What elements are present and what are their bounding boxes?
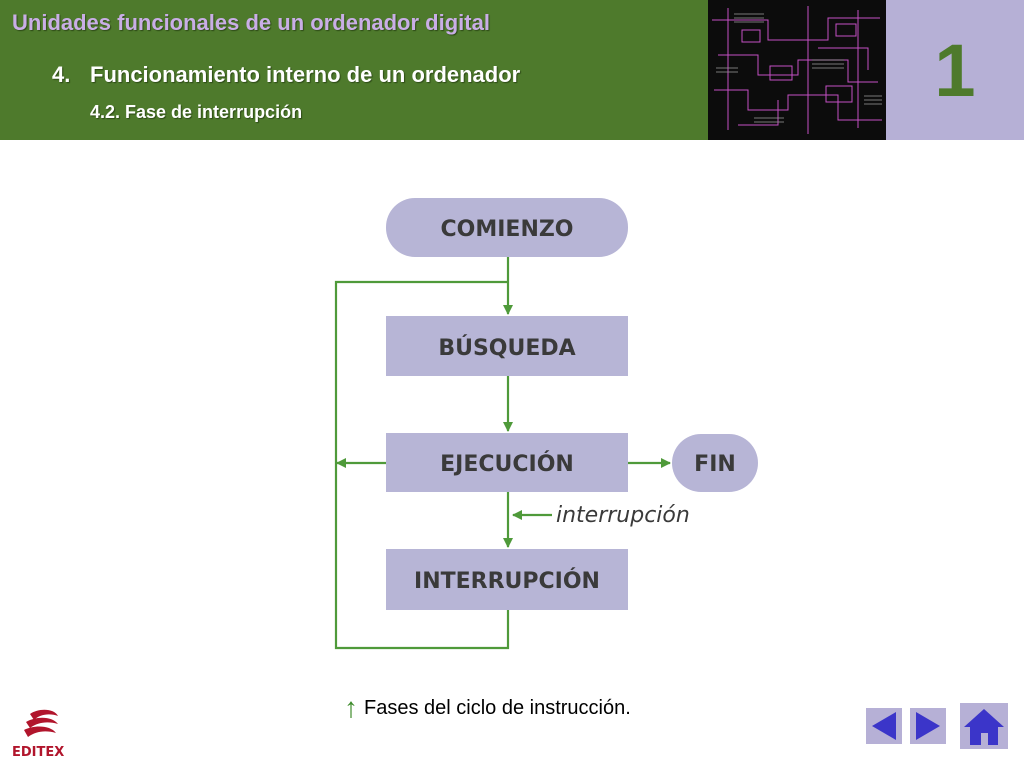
flow-connectors: [334, 257, 671, 650]
node-start-label: COMIENZO: [440, 217, 573, 242]
circuit-board-image: [708, 0, 886, 140]
loop-back-line: [334, 280, 510, 650]
section-heading: 4. Funcionamiento interno de un ordenador: [52, 62, 520, 88]
caption-arrow-icon: ↑: [344, 692, 358, 723]
circuit-schematic-icon: [708, 0, 886, 140]
subsection-heading: 4.2. Fase de interrupción: [90, 102, 303, 122]
node-fetch-label: BÚSQUEDA: [438, 335, 575, 361]
node-end-label: FIN: [694, 452, 736, 477]
unit-title: Unidades funcionales de un ordenador dig…: [12, 10, 490, 35]
section-title: Funcionamiento interno de un ordenador: [90, 62, 521, 87]
caption-text: Fases del ciclo de instrucción.: [364, 697, 631, 719]
next-button[interactable]: [910, 708, 946, 744]
previous-button[interactable]: [866, 708, 902, 744]
node-start: COMIENZO: [386, 198, 628, 257]
header-banner: Unidades funcionales de un ordenador dig…: [0, 0, 1024, 140]
node-interrupt-label: INTERRUPCIÓN: [414, 568, 600, 594]
node-execute: EJECUCIÓN: [386, 433, 628, 492]
node-end: FIN: [672, 434, 758, 492]
home-button[interactable]: [960, 703, 1008, 749]
chapter-indicator: 1: [886, 0, 1024, 140]
logo-text: EDITEX: [12, 745, 64, 760]
editex-logo: EDITEX: [10, 708, 76, 760]
node-interrupt: INTERRUPCIÓN: [386, 549, 628, 610]
next-arrow-icon: [910, 708, 946, 744]
figure-caption: ↑ Fases del ciclo de instrucción.: [344, 692, 631, 724]
interrupt-signal-label: interrupción: [556, 503, 690, 528]
node-execute-label: EJECUCIÓN: [440, 451, 574, 477]
section-number: 4.: [52, 62, 71, 87]
editex-logo-icon: EDITEX: [12, 709, 64, 760]
home-icon: [960, 703, 1008, 749]
node-fetch: BÚSQUEDA: [386, 316, 628, 376]
chapter-number: 1: [934, 29, 976, 112]
previous-arrow-icon: [866, 708, 902, 744]
